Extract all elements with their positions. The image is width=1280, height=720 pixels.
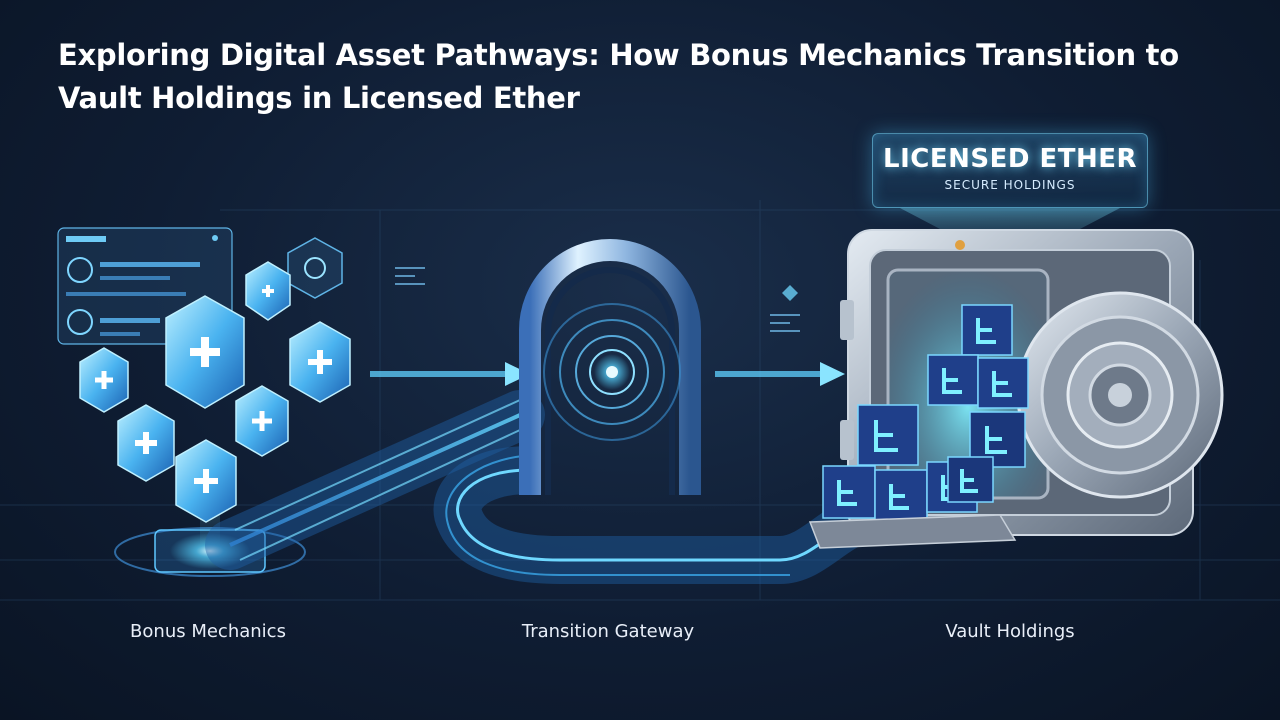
ether-cube-icon xyxy=(927,354,979,406)
crystal-shield-icon xyxy=(235,385,289,457)
light-pathway xyxy=(205,390,869,584)
crystal-shield-icon xyxy=(289,321,351,403)
page-title: Exploring Digital Asset Pathways: How Bo… xyxy=(58,38,1179,115)
stage-label-transition-gateway: Transition Gateway xyxy=(521,621,695,642)
flow-arrow-right-icon xyxy=(370,362,530,386)
flow-arrow-right-icon xyxy=(715,362,845,386)
licensed-ether-sign: LICENSED ETHER SECURE HOLDINGS xyxy=(872,133,1148,208)
crystal-shield-icon xyxy=(165,295,245,409)
transition-gateway-arch xyxy=(519,239,701,495)
sign-title: LICENSED ETHER xyxy=(883,144,1137,174)
ether-cube-icon xyxy=(977,357,1029,409)
ether-cube-stack xyxy=(822,304,1029,523)
data-lines-decoration xyxy=(395,267,800,332)
stage-label-vault-holdings: Vault Holdings xyxy=(945,621,1075,642)
crystal-shield-icon xyxy=(175,439,237,523)
ether-cube-icon xyxy=(961,304,1013,356)
vault-tray xyxy=(808,514,1017,549)
ether-cube-icon xyxy=(874,469,928,523)
ether-cube-icon xyxy=(857,404,919,466)
sign-subtitle: SECURE HOLDINGS xyxy=(944,178,1076,192)
ether-cube-icon xyxy=(947,456,994,503)
stage-label-bonus-mechanics: Bonus Mechanics xyxy=(130,621,286,642)
crystal-shield-icon xyxy=(79,347,129,413)
ether-cube-icon xyxy=(822,465,876,519)
bonus-crystal-cluster xyxy=(79,261,351,523)
crystal-shield-icon xyxy=(117,404,175,482)
crystal-shield-icon xyxy=(245,261,291,321)
hexagon-badge-icon xyxy=(287,237,343,299)
